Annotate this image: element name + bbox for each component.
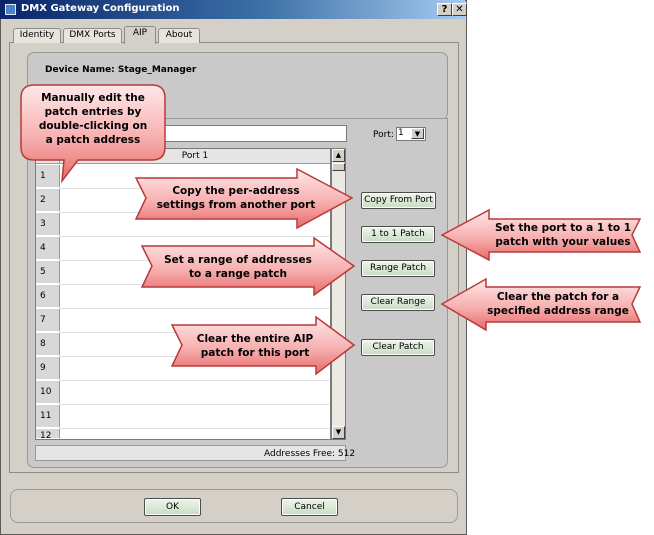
grid-row-line: [60, 236, 330, 237]
copy-callout-line: Copy the per-address: [172, 185, 300, 197]
edit-callout-bubble: [20, 84, 166, 184]
copy-callout-text: Copy the per-address settings from anoth…: [150, 184, 322, 212]
window-title: DMX Gateway Configuration: [21, 3, 180, 14]
range-callout-arrow: [140, 236, 356, 297]
scroll-down-icon[interactable]: ▼: [332, 426, 345, 439]
clear-range-callout-arrow: [440, 277, 642, 332]
one-to-one-callout-line: patch with your values: [495, 236, 631, 248]
clear-range-button[interactable]: Clear Range: [361, 294, 435, 311]
grid-row-header[interactable]: 3: [36, 213, 60, 236]
grid-row-header[interactable]: 8: [36, 333, 60, 356]
grid-row-line: [60, 404, 330, 405]
one-to-one-callout-line: Set the port to a 1 to 1: [495, 222, 631, 234]
clear-patch-callout-line: patch for this port: [200, 347, 310, 359]
grid-row-line: [60, 428, 330, 429]
cancel-button[interactable]: Cancel: [281, 498, 338, 516]
copy-callout-arrow: [134, 167, 354, 230]
title-bar[interactable]: [0, 0, 465, 19]
grid-row-header[interactable]: 4: [36, 237, 60, 260]
grid-row-header[interactable]: 12: [36, 429, 60, 439]
grid-row-header[interactable]: 7: [36, 309, 60, 332]
help-button[interactable]: ?: [437, 3, 452, 16]
one-to-one-callout-arrow: [440, 208, 642, 262]
tab-identity[interactable]: Identity: [13, 28, 61, 43]
edit-callout-line: double-clicking on: [38, 120, 148, 132]
clear-patch-callout-text: Clear the entire AIP patch for this port: [190, 332, 320, 360]
grid-row-header[interactable]: 11: [36, 405, 60, 428]
tab-about[interactable]: About: [158, 28, 200, 43]
vertical-scrollbar[interactable]: [331, 148, 346, 440]
tab-aip[interactable]: AIP: [124, 26, 156, 44]
edit-callout-line: patch entries by: [44, 106, 142, 118]
port-label: Port:: [373, 130, 394, 140]
grid-row-header[interactable]: 9: [36, 357, 60, 380]
ok-button[interactable]: OK: [144, 498, 201, 516]
tab-dmx-ports[interactable]: DMX Ports: [63, 28, 122, 43]
grid-row-header[interactable]: 5: [36, 261, 60, 284]
range-callout-line: Set a range of addresses: [164, 254, 312, 266]
clear-patch-callout-line: Clear the entire AIP: [196, 333, 314, 345]
range-patch-button[interactable]: Range Patch: [361, 260, 435, 277]
copy-callout-line: settings from another port: [156, 199, 316, 211]
one-to-one-callout-text: Set the port to a 1 to 1 patch with your…: [488, 221, 638, 249]
range-callout-text: Set a range of addresses to a range patc…: [158, 253, 318, 281]
scrollbar-thumb[interactable]: [332, 163, 345, 171]
one-to-one-patch-button[interactable]: 1 to 1 Patch: [361, 226, 435, 243]
bottom-button-bar: [10, 489, 458, 523]
grid-row-header[interactable]: 6: [36, 285, 60, 308]
device-name-label: Device Name: Stage_Manager: [45, 65, 197, 75]
addresses-free-label: Addresses Free: 512: [264, 449, 356, 459]
clear-patch-button[interactable]: Clear Patch: [361, 339, 435, 356]
port-select-value: 1: [398, 128, 404, 138]
grid-row-header[interactable]: 10: [36, 381, 60, 404]
clear-range-callout-line: specified address range: [487, 305, 629, 317]
clear-range-callout-text: Clear the patch for a specified address …: [478, 290, 638, 318]
grid-row-header[interactable]: 1: [36, 165, 60, 188]
edit-callout-text: Manually edit the patch entries by doubl…: [24, 91, 162, 147]
range-callout-line: to a range patch: [189, 268, 287, 280]
grid-row-header[interactable]: 2: [36, 189, 60, 212]
grid-row-line: [60, 308, 330, 309]
close-button[interactable]: ✕: [452, 3, 467, 16]
copy-from-port-button[interactable]: Copy From Port: [361, 192, 436, 209]
chevron-down-icon[interactable]: ▼: [411, 128, 424, 139]
app-icon: [5, 4, 16, 15]
grid-row-line: [60, 380, 330, 381]
edit-callout-line: a patch address: [45, 134, 141, 146]
scroll-up-icon[interactable]: ▲: [332, 149, 345, 162]
edit-callout-line: Manually edit the: [41, 92, 145, 104]
clear-range-callout-line: Clear the patch for a: [496, 291, 620, 303]
status-bar: [35, 445, 346, 461]
clear-patch-callout-arrow: [170, 315, 356, 376]
